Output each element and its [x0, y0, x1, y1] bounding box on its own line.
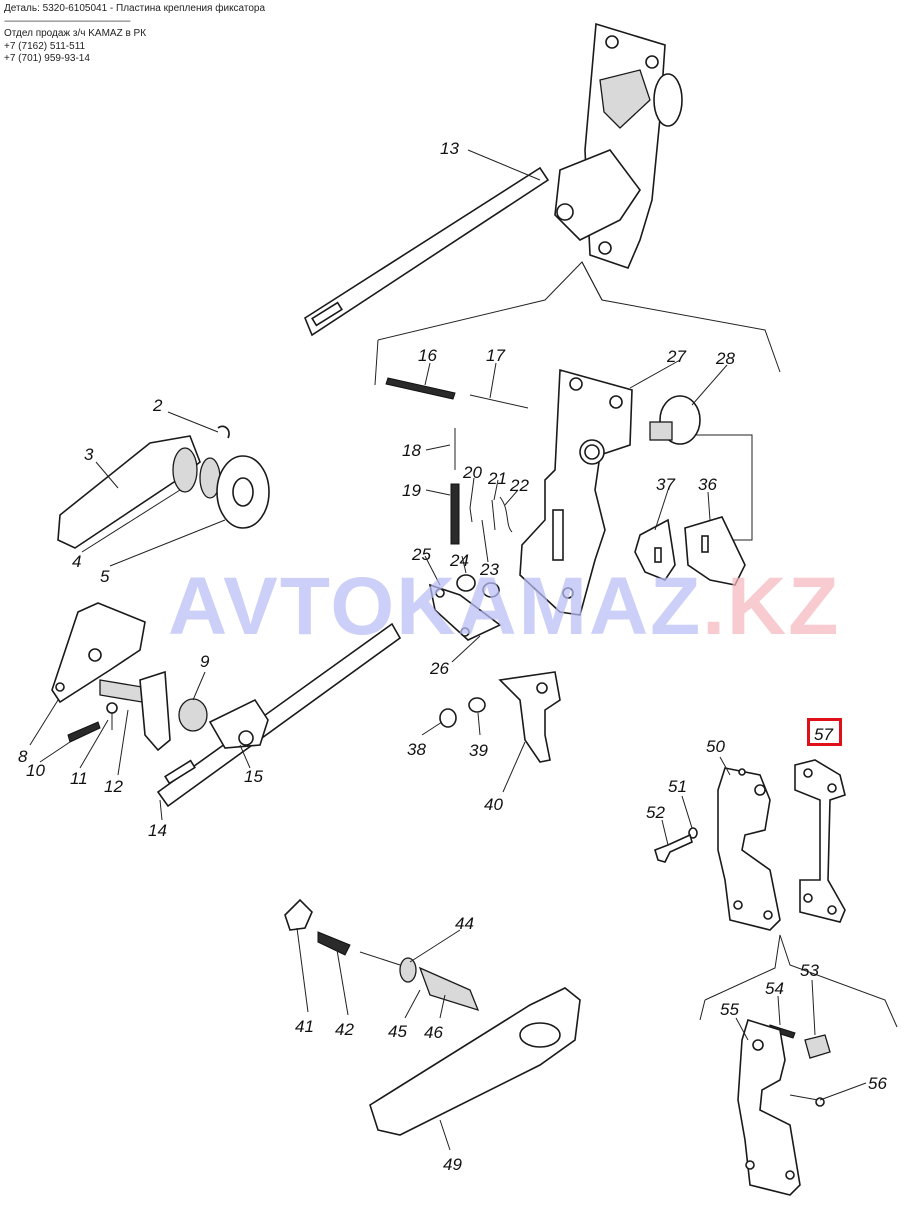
label-38: 38	[407, 740, 426, 759]
header: Деталь: 5320-6105041 - Пластина креплени…	[4, 3, 265, 66]
label-41: 41	[295, 1017, 314, 1036]
label-13: 13	[440, 139, 459, 158]
callout-labels: 2 3 4 5 8 9 10 11 12 13 14 15 16 17 18 1…	[18, 139, 887, 1174]
label-51: 51	[668, 777, 687, 796]
label-54: 54	[765, 979, 784, 998]
phone-1[interactable]: +7 (7162) 511-511	[4, 40, 86, 52]
part-57-retainer-plate[interactable]	[794, 759, 846, 923]
separator: ----------------------------------------…	[4, 15, 131, 27]
label-24: 24	[449, 551, 469, 570]
sales-dept: Отдел продаж з/ч KAMAZ в РК	[4, 28, 147, 39]
label-4: 4	[72, 552, 81, 571]
label-55: 55	[720, 1000, 739, 1019]
label-56: 56	[868, 1074, 887, 1093]
label-28: 28	[715, 349, 735, 368]
label-5: 5	[100, 567, 110, 586]
label-15: 15	[244, 767, 263, 786]
part-title: Деталь: 5320-6105041 - Пластина креплени…	[4, 3, 266, 14]
phone-2[interactable]: +7 (701) 959-93-14	[4, 53, 90, 64]
label-23: 23	[479, 560, 499, 579]
part-13-lock-assembly	[304, 22, 683, 337]
parts-38-40-latch	[439, 671, 561, 763]
parts-23-26-lever	[428, 574, 502, 641]
parts-8-15-lock-mechanism	[51, 602, 402, 808]
label-9: 9	[200, 652, 210, 671]
label-27: 27	[666, 347, 686, 366]
label-40: 40	[484, 795, 503, 814]
highlight-box-57[interactable]	[807, 718, 842, 746]
parts-50-52-bracket	[654, 767, 781, 931]
part-28-knob	[649, 395, 701, 445]
label-8: 8	[18, 747, 28, 766]
label-26: 26	[429, 659, 449, 678]
label-25: 25	[411, 545, 431, 564]
label-46: 46	[424, 1023, 443, 1042]
label-36: 36	[698, 475, 717, 494]
parts-16-19-springs-pins	[385, 377, 529, 545]
leader-lines	[29, 149, 867, 1151]
label-16: 16	[418, 346, 437, 365]
label-52: 52	[646, 803, 665, 822]
label-2: 2	[152, 396, 163, 415]
label-57: 57	[814, 725, 833, 744]
label-53: 53	[800, 961, 819, 980]
parts-41-49-outer-handle	[284, 898, 581, 1136]
parts-53-56-latch-assembly	[737, 1018, 831, 1196]
label-12: 12	[104, 777, 123, 796]
label-10: 10	[26, 761, 45, 780]
label-20: 20	[462, 463, 482, 482]
label-22: 22	[509, 476, 529, 495]
label-37: 37	[656, 475, 675, 494]
label-42: 42	[335, 1020, 354, 1039]
part-27-mounting-plate	[519, 368, 633, 616]
watermark-part1: AVTOKAMAZ	[168, 561, 703, 652]
label-44: 44	[455, 914, 474, 933]
label-49: 49	[443, 1155, 462, 1174]
label-50: 50	[706, 737, 725, 756]
label-18: 18	[402, 441, 421, 460]
parts-2-5-inner-handle	[57, 425, 270, 549]
label-3: 3	[84, 445, 94, 464]
label-19: 19	[402, 481, 421, 500]
label-14: 14	[148, 821, 167, 840]
part-36-37-brackets	[634, 516, 746, 586]
label-39: 39	[469, 741, 488, 760]
label-17: 17	[486, 346, 505, 365]
watermark-part2: .KZ	[702, 561, 841, 652]
label-45: 45	[388, 1022, 407, 1041]
watermark: AVTOKAMAZ.KZ	[168, 560, 840, 654]
label-21: 21	[487, 469, 507, 488]
label-11: 11	[70, 769, 88, 788]
